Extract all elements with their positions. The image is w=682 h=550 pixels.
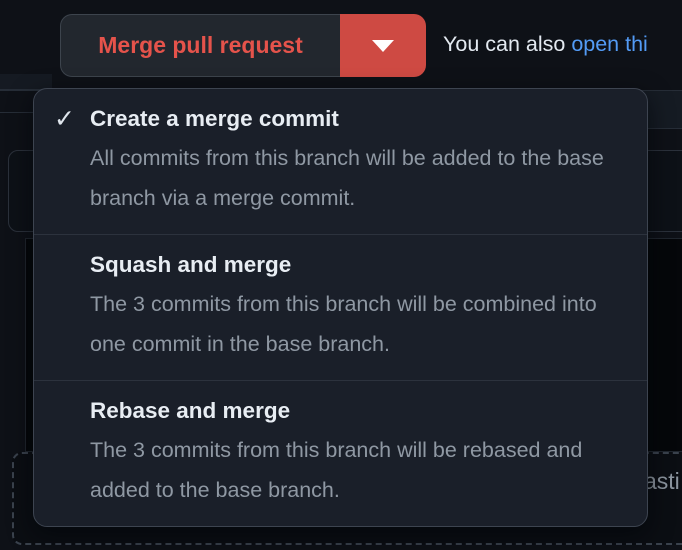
aside-prefix-text: You can also: [443, 32, 572, 56]
menu-separator: [34, 380, 647, 381]
menu-item-squash-and-merge[interactable]: Squash and merge The 3 commits from this…: [34, 235, 647, 380]
bg-divider-line: [0, 112, 44, 113]
merge-alternative-text: You can also open thi: [443, 32, 648, 57]
bg-panel-edge: [0, 74, 52, 90]
merge-method-menu: ✓ Create a merge commit All commits from…: [33, 88, 648, 527]
menu-separator: [34, 234, 647, 235]
triangle-down-icon: [372, 39, 394, 52]
merge-button-group: Merge pull request: [60, 14, 426, 77]
menu-item-title: Rebase and merge: [90, 398, 291, 423]
menu-item-description: The 3 commits from this branch will be c…: [90, 292, 597, 356]
menu-item-create-merge-commit[interactable]: ✓ Create a merge commit All commits from…: [34, 89, 647, 234]
menu-item-rebase-and-merge[interactable]: Rebase and merge The 3 commits from this…: [34, 381, 647, 526]
merge-options-dropdown-button[interactable]: [340, 14, 426, 77]
bg-truncated-text: asti: [644, 468, 680, 494]
check-icon: ✓: [54, 105, 75, 133]
menu-item-title: Squash and merge: [90, 252, 292, 277]
menu-item-description: All commits from this branch will be add…: [90, 146, 604, 210]
menu-item-title: Create a merge commit: [90, 106, 339, 131]
menu-item-description: The 3 commits from this branch will be r…: [90, 438, 583, 502]
open-this-link[interactable]: open thi: [571, 32, 648, 56]
merge-pull-request-button[interactable]: Merge pull request: [60, 14, 340, 77]
